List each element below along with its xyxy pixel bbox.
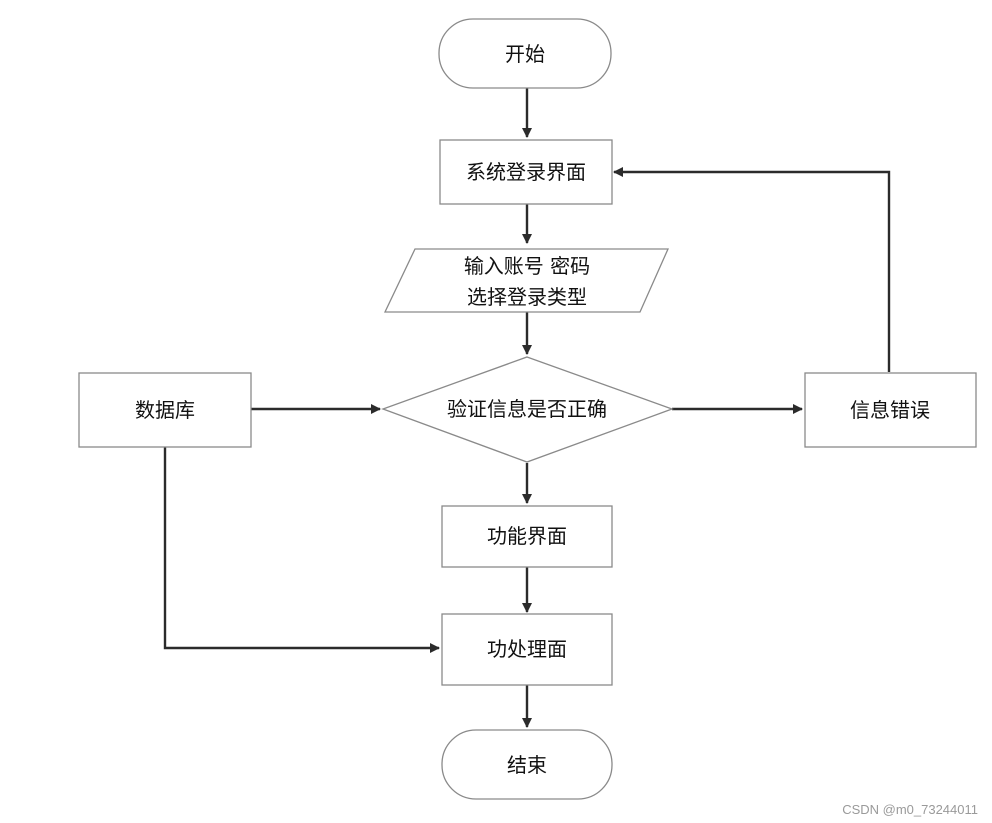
- end-node: 结束: [441, 729, 613, 800]
- input-label-line2: 选择登录类型: [467, 285, 587, 309]
- input-node: 输入账号 密码 选择登录类型: [383, 248, 670, 313]
- start-label: 开始: [505, 42, 545, 66]
- function-page-label: 功能界面: [487, 524, 567, 548]
- error-node: 信息错误: [804, 372, 977, 448]
- verify-decision-node: 验证信息是否正确: [381, 356, 674, 463]
- login-page-label: 系统登录界面: [466, 160, 586, 184]
- process-page-node: 功处理面: [441, 613, 613, 686]
- function-page-node: 功能界面: [441, 505, 613, 568]
- login-page-node: 系统登录界面: [439, 139, 613, 205]
- input-label-line1: 输入账号 密码: [464, 254, 590, 278]
- process-page-label: 功处理面: [487, 637, 567, 661]
- verify-label: 验证信息是否正确: [447, 397, 607, 421]
- database-label: 数据库: [135, 398, 195, 422]
- end-label: 结束: [507, 753, 547, 777]
- watermark: CSDN @m0_73244011: [842, 802, 978, 817]
- edge-database-to-process: [163, 447, 440, 653]
- database-node: 数据库: [78, 372, 252, 448]
- start-node: 开始: [438, 18, 612, 89]
- error-label: 信息错误: [850, 398, 930, 422]
- edge-error-to-login: [613, 167, 891, 372]
- edges: [163, 88, 891, 728]
